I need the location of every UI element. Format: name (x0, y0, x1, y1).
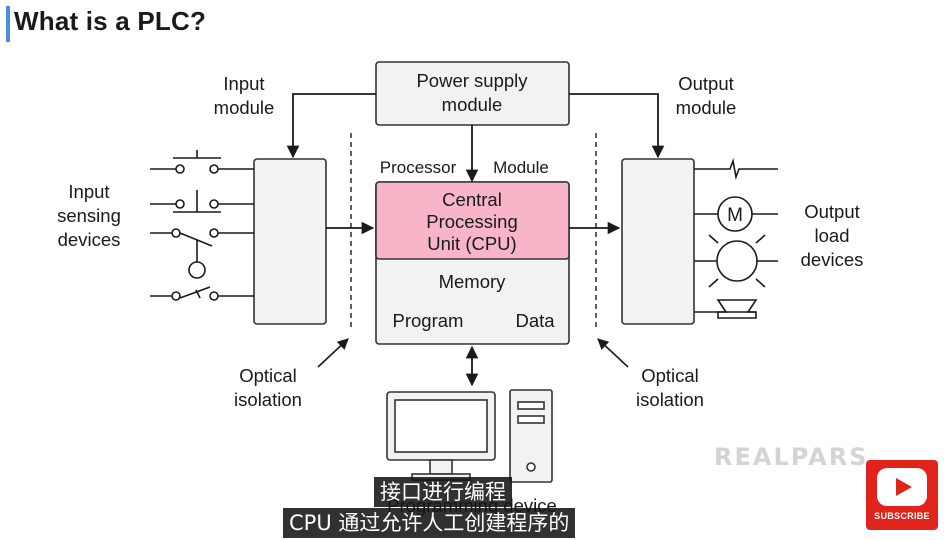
pushbutton-nc-symbol (150, 190, 254, 213)
optical-left-label-2: isolation (234, 389, 302, 410)
output-load-label-3: devices (801, 249, 864, 270)
optical-left-label-1: Optical (239, 365, 297, 386)
optical-right-label-1: Optical (641, 365, 699, 386)
data-label: Data (515, 310, 555, 331)
cpu-label-1: Central (442, 189, 502, 210)
input-module-label-1: Input (223, 73, 264, 94)
lamp-symbol (694, 234, 778, 288)
subtitle-line-1: 接口进行编程 (374, 477, 512, 507)
output-module-box (621, 158, 695, 325)
limit-switch-symbol (150, 228, 254, 279)
input-sensing-label-3: devices (58, 229, 121, 250)
subtitle-line-2: CPU 通过允许人工创建程序的 (283, 508, 576, 538)
output-load-label-1: Output (804, 201, 860, 222)
motor-symbol (694, 196, 778, 232)
optical-right-pointer (597, 338, 629, 368)
relay-coil-symbol (694, 158, 778, 180)
power-to-output-arrow (569, 93, 665, 159)
subscribe-button[interactable]: SUBSCRIBE (866, 460, 938, 530)
pushbutton-no-symbol (150, 150, 254, 174)
memory-label: Memory (439, 271, 507, 292)
computer-tower-icon (509, 389, 553, 483)
output-module-label-1: Output (678, 73, 734, 94)
program-label: Program (393, 310, 464, 331)
subscribe-label: SUBSCRIBE (874, 511, 930, 521)
horn-symbol (694, 299, 758, 319)
optical-left-pointer (317, 338, 349, 368)
input-module-label-2: module (214, 97, 275, 118)
output-module-label-2: module (676, 97, 737, 118)
input-sensing-label-1: Input (68, 181, 109, 202)
play-icon (877, 468, 927, 506)
cpu-block (375, 181, 570, 260)
module-label: Module (493, 158, 549, 177)
power-to-input-arrow (286, 93, 376, 159)
input-module-box (253, 158, 327, 325)
output-load-label-2: load (815, 225, 850, 246)
processor-label: Processor (380, 158, 457, 177)
title-accent-bar (6, 6, 10, 42)
optical-right-label-2: isolation (636, 389, 704, 410)
motor-label: M (727, 205, 743, 226)
input-sensing-label-2: sensing (57, 205, 121, 226)
monitor-icon (386, 391, 496, 481)
cpu-label-2: Processing (426, 211, 518, 232)
cpu-label-3: Unit (CPU) (427, 233, 516, 254)
proximity-switch-symbol (150, 286, 254, 301)
power-supply-label-2: module (442, 94, 503, 115)
page-title: What is a PLC? (14, 6, 207, 36)
power-supply-label-1: Power supply (416, 70, 528, 91)
brand-watermark: REALPARS (714, 443, 869, 471)
